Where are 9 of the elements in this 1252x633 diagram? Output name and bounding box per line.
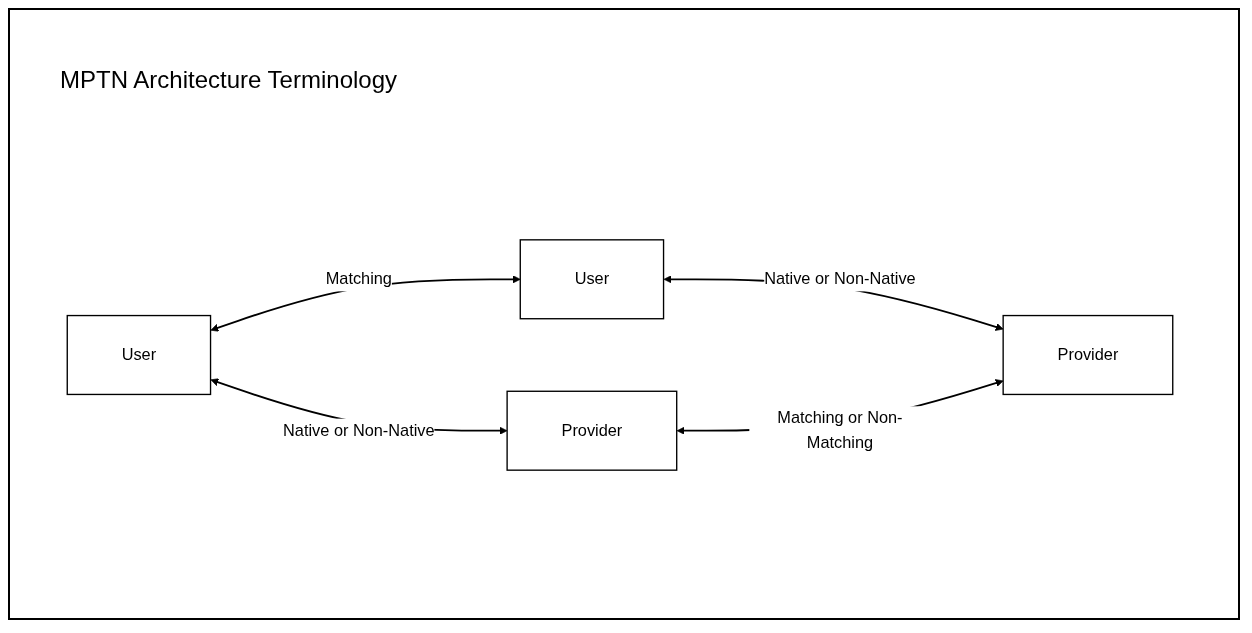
edge-label: Native or Non-Native: [764, 269, 916, 288]
edge-label: Matching: [325, 269, 392, 288]
edge-label: Native or Non-Native: [283, 421, 435, 440]
node-box: User: [519, 239, 665, 320]
node-box: Provider: [1002, 314, 1174, 396]
node-box: Provider: [506, 390, 678, 471]
node-box: User: [66, 314, 212, 396]
edge-label: Matching or Non-Matching: [777, 408, 903, 452]
diagram-title: MPTN Architecture Terminology: [60, 66, 397, 94]
